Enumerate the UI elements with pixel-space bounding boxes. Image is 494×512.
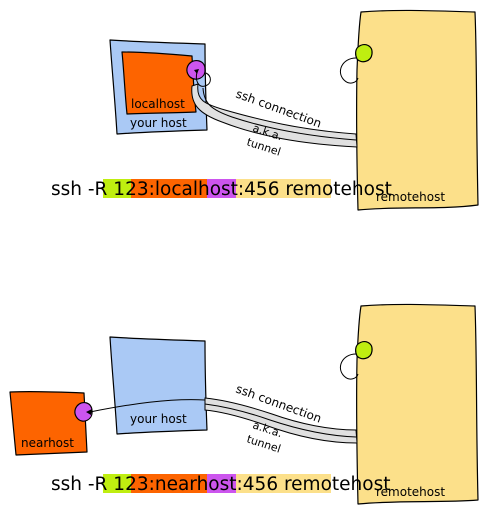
ssh-tunnel-bottom — [204, 397, 358, 444]
top-command: ssh -R 123:localhost:456 remotehost — [51, 179, 392, 200]
remote-connector-dot — [355, 44, 373, 63]
nearhost-arrowhead — [86, 409, 92, 415]
bottom-scenario: remotehost your host nearhost ssh connec… — [9, 303, 479, 505]
top-scenario: remotehost your host localhost ssh conne… — [51, 9, 479, 211]
highlight-port-123-bottom — [103, 474, 131, 493]
remote-host-label: remotehost — [376, 190, 445, 204]
your-host-label-bottom: your host — [130, 412, 187, 426]
nearhost-box — [9, 390, 88, 456]
remote-loop — [340, 57, 359, 84]
remote-loop-bottom — [340, 353, 359, 380]
highlight-remotehost-bottom — [236, 474, 331, 493]
remote-host-label-bottom: remotehost — [376, 485, 445, 499]
tunnel-inner-line-bottom — [204, 403, 357, 438]
highlight-port-123 — [103, 179, 131, 198]
highlight-host-suffix-bottom — [207, 474, 236, 493]
ssh-tunnel — [191, 83, 358, 148]
remote-connector-dot-bottom — [355, 341, 373, 360]
nearhost-link-line — [89, 399, 206, 413]
highlight-nearhost — [131, 474, 207, 493]
command-text: ssh -R 123:localhost:456 remotehost — [51, 179, 392, 200]
command-text-bottom: ssh -R 123:nearhost:456 remotehost — [51, 474, 390, 495]
highlight-localhost — [131, 179, 207, 198]
highlight-host-suffix — [207, 179, 236, 198]
your-host-box-bottom — [109, 336, 208, 435]
your-host-label: your host — [130, 116, 187, 130]
highlight-remotehost — [236, 179, 331, 198]
nearhost-label: nearhost — [21, 436, 74, 450]
port-arrow — [195, 71, 211, 87]
localhost-box — [121, 51, 197, 115]
tunnel-inner-line — [202, 87, 357, 141]
nearhost-port-connector — [74, 401, 93, 422]
remote-host-box-bottom — [355, 303, 479, 505]
remote-host-box — [355, 9, 479, 211]
bottom-command: ssh -R 123:nearhost:456 remotehost — [51, 474, 390, 495]
port-arrowhead — [194, 69, 199, 74]
localhost-label: localhost — [131, 97, 185, 111]
